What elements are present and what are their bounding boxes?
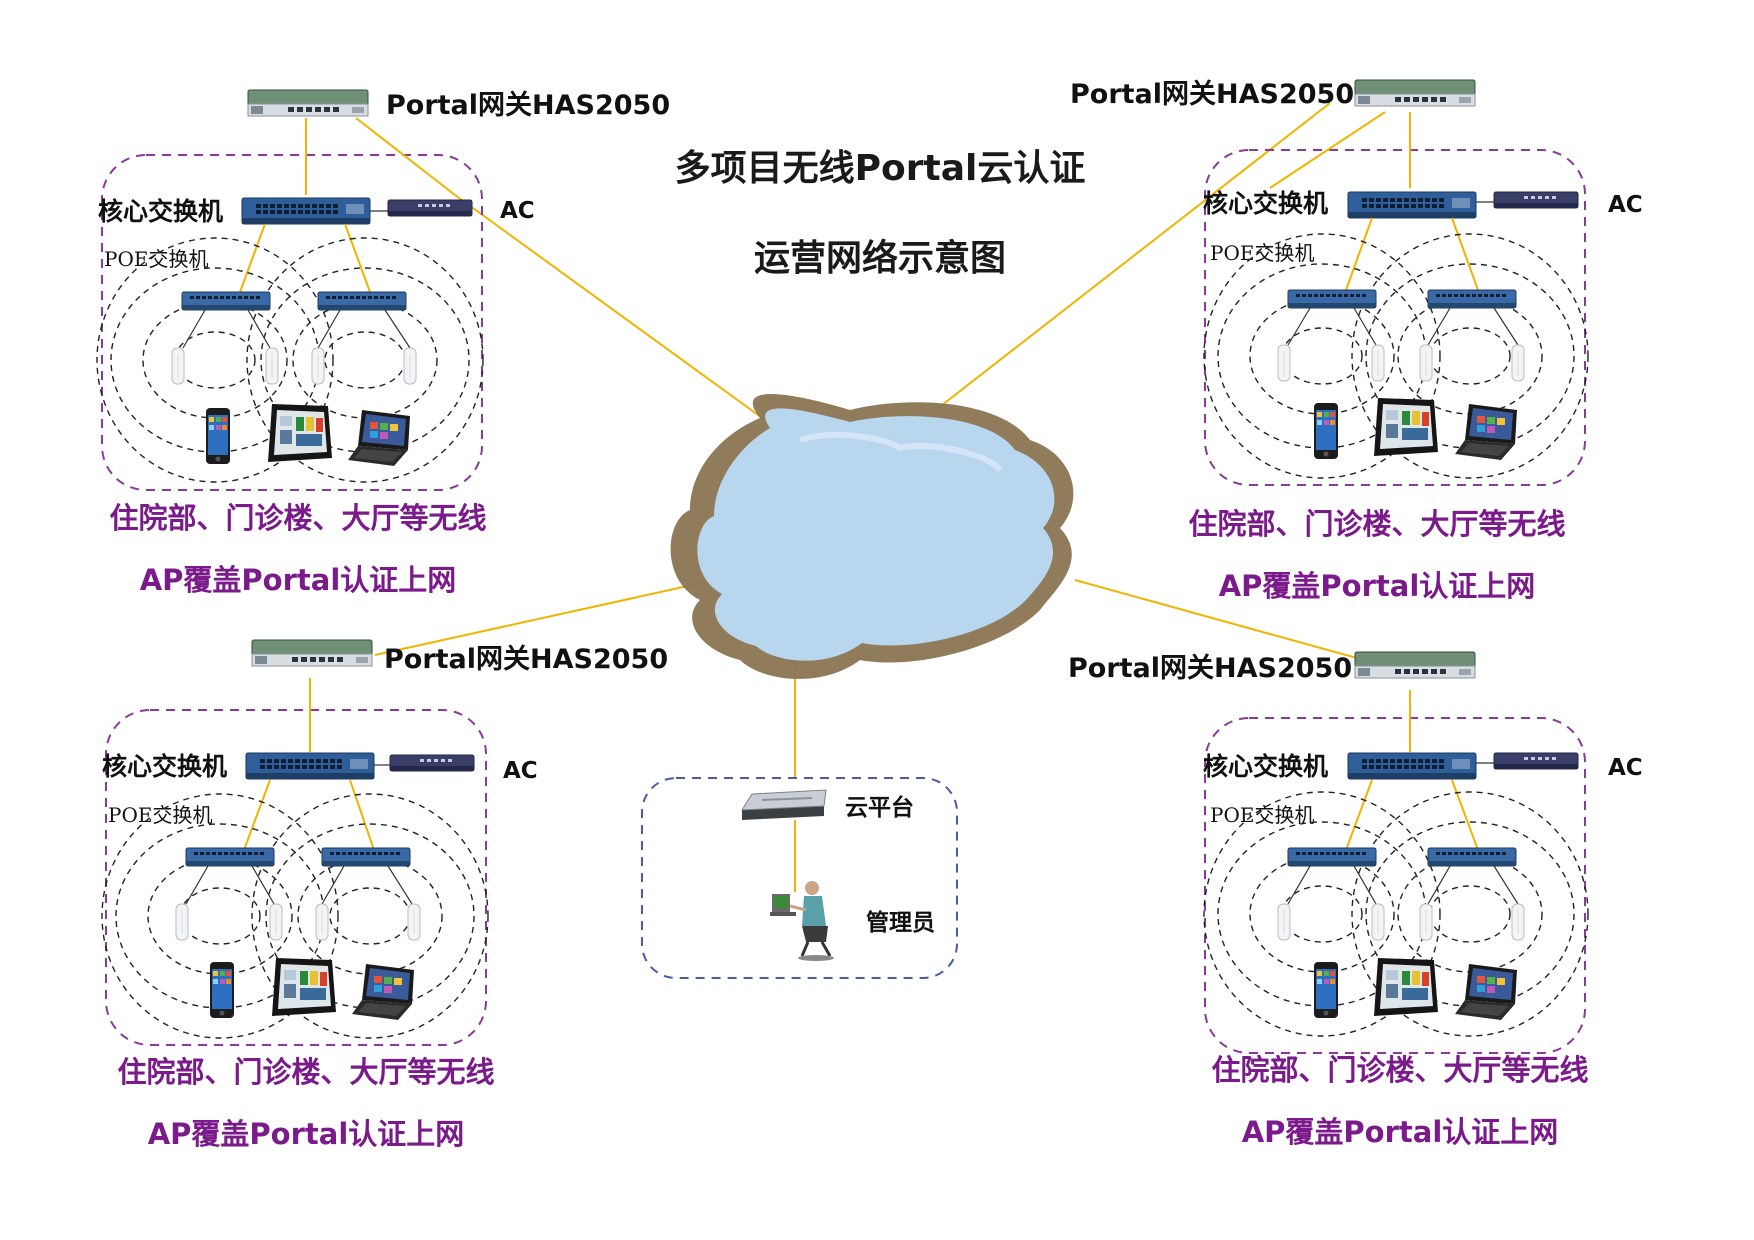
site-caption-line1: 住院部、门诊楼、大厅等无线 bbox=[1188, 507, 1565, 541]
core-switch-label: 核心交换机 bbox=[102, 752, 227, 781]
access-point-icon bbox=[1511, 903, 1525, 941]
site-zone-border bbox=[101, 154, 483, 491]
gateway-device-icon bbox=[1354, 79, 1476, 107]
ac-controller-icon bbox=[1493, 191, 1579, 209]
poe-switch-icon bbox=[1427, 289, 1517, 309]
site-2: Portal网关HAS2050 核心交换机 AC POE交换机 bbox=[1070, 79, 1643, 603]
core-switch-label: 核心交换机 bbox=[1203, 752, 1328, 781]
poe-switch-label: POE交换机 bbox=[104, 247, 208, 271]
access-point-icon bbox=[171, 347, 185, 385]
cloud-platform: 云平台 管理员 bbox=[641, 777, 958, 979]
ac-label: AC bbox=[1608, 192, 1643, 218]
poe-switch-icon bbox=[185, 847, 275, 867]
link-site2-cloud bbox=[909, 102, 1331, 431]
admin-label: 管理员 bbox=[866, 909, 935, 936]
smartphone-icon bbox=[1314, 403, 1338, 459]
gateway-label: Portal网关HAS2050 bbox=[386, 90, 670, 121]
site-caption-line1: 住院部、门诊楼、大厅等无线 bbox=[117, 1055, 494, 1089]
access-point-icon bbox=[315, 903, 329, 941]
platform-label: 云平台 bbox=[845, 794, 914, 821]
access-point-icon bbox=[265, 347, 279, 385]
tablet-icon bbox=[268, 404, 332, 462]
gateway-label: Portal网关HAS2050 bbox=[384, 644, 668, 675]
access-point-icon bbox=[1511, 344, 1525, 382]
site-zone-border bbox=[105, 709, 487, 1046]
smartphone-icon bbox=[1314, 962, 1338, 1018]
cloud-icon bbox=[670, 394, 1074, 679]
gateway-device-icon bbox=[251, 639, 373, 667]
poe-switch-icon bbox=[1287, 289, 1377, 309]
access-point-icon bbox=[175, 903, 189, 941]
access-point-icon bbox=[1277, 344, 1291, 382]
ac-label: AC bbox=[503, 758, 538, 784]
laptop-icon bbox=[1455, 964, 1517, 1020]
ac-label: AC bbox=[1608, 755, 1643, 781]
site-1: Portal网关HAS2050 核心交换机 AC POE交换机 bbox=[96, 89, 670, 597]
access-point-icon bbox=[1371, 344, 1385, 382]
site-caption-line2: AP覆盖Portal认证上网 bbox=[148, 1117, 465, 1151]
tablet-icon bbox=[272, 958, 336, 1016]
core-switch-icon bbox=[1347, 191, 1477, 219]
core-switch-label: 核心交换机 bbox=[1203, 189, 1328, 218]
wan-links bbox=[374, 102, 1401, 778]
link-site3-cloud bbox=[374, 579, 716, 656]
server-icon bbox=[741, 789, 827, 820]
gateway-label: Portal网关HAS2050 bbox=[1070, 79, 1354, 110]
access-point-icon bbox=[403, 347, 417, 385]
site-caption-line2: AP覆盖Portal认证上网 bbox=[1242, 1115, 1559, 1149]
core-switch-label: 核心交换机 bbox=[98, 197, 223, 226]
ac-controller-icon bbox=[387, 199, 473, 217]
link-site1-cloud bbox=[454, 194, 766, 421]
access-point-icon bbox=[269, 903, 283, 941]
access-point-icon bbox=[1419, 903, 1433, 941]
administrator-icon bbox=[770, 881, 834, 961]
gateway-label: Portal网关HAS2050 bbox=[1068, 653, 1352, 684]
core-switch-icon bbox=[241, 197, 371, 225]
laptop-icon bbox=[352, 964, 414, 1020]
laptop-icon bbox=[348, 410, 410, 466]
link-site4-cloud bbox=[1074, 579, 1401, 671]
access-point-icon bbox=[1277, 903, 1291, 941]
access-point-icon bbox=[407, 903, 421, 941]
diagram-title-line1: 多项目无线Portal云认证 bbox=[675, 148, 1086, 189]
site-zone-border bbox=[1204, 717, 1586, 1054]
poe-switch-icon bbox=[181, 291, 271, 311]
site-caption-line2: AP覆盖Portal认证上网 bbox=[1219, 569, 1536, 603]
site-4: Portal网关HAS2050 核心交换机 AC POE交换机 bbox=[1068, 651, 1643, 1149]
core-switch-icon bbox=[245, 752, 375, 780]
ac-controller-icon bbox=[1493, 752, 1579, 770]
smartphone-icon bbox=[210, 962, 234, 1018]
diagram-title-line2: 运营网络示意图 bbox=[754, 237, 1006, 279]
platform-zone-border bbox=[641, 777, 958, 979]
tablet-icon bbox=[1374, 398, 1438, 456]
poe-switch-icon bbox=[317, 291, 407, 311]
access-point-icon bbox=[1371, 903, 1385, 941]
poe-switch-icon bbox=[321, 847, 411, 867]
poe-switch-icon bbox=[1287, 847, 1377, 867]
poe-switch-label: POE交换机 bbox=[1210, 241, 1314, 265]
gateway-device-icon bbox=[247, 89, 369, 117]
ac-label: AC bbox=[500, 198, 535, 224]
access-point-icon bbox=[1419, 344, 1433, 382]
smartphone-icon bbox=[206, 408, 230, 464]
site-caption-line1: 住院部、门诊楼、大厅等无线 bbox=[1211, 1053, 1588, 1087]
poe-switch-icon bbox=[1427, 847, 1517, 867]
ac-controller-icon bbox=[389, 754, 475, 772]
site-3: Portal网关HAS2050 核心交换机 AC POE交换机 bbox=[101, 639, 668, 1151]
core-switch-icon bbox=[1347, 752, 1477, 780]
site-caption-line1: 住院部、门诊楼、大厅等无线 bbox=[109, 501, 486, 535]
access-point-icon bbox=[311, 347, 325, 385]
poe-switch-label: POE交换机 bbox=[1210, 803, 1314, 827]
tablet-icon bbox=[1374, 958, 1438, 1016]
gateway-device-icon bbox=[1354, 651, 1476, 679]
site-zone-border bbox=[1204, 149, 1586, 486]
laptop-icon bbox=[1455, 404, 1517, 460]
poe-switch-label: POE交换机 bbox=[108, 803, 212, 827]
site-caption-line2: AP覆盖Portal认证上网 bbox=[140, 563, 457, 597]
